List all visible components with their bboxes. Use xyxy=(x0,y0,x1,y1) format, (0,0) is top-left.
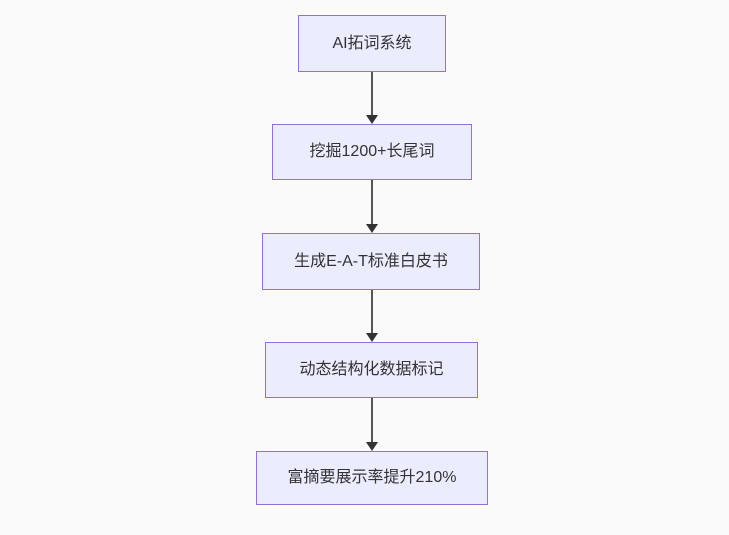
flowchart-node-rich-snippet-result: 富摘要展示率提升210% xyxy=(256,451,488,505)
flowchart-arrow-2 xyxy=(365,180,379,233)
flowchart-arrow-1 xyxy=(365,72,379,124)
flowchart-node-longtail-mining: 挖掘1200+长尾词 xyxy=(272,124,472,180)
flowchart-arrow-4 xyxy=(365,398,379,451)
flowchart-node-ai-system: AI拓词系统 xyxy=(298,15,446,72)
node-label: 富摘要展示率提升210% xyxy=(287,469,457,487)
node-label: 生成E-A-T标准白皮书 xyxy=(294,252,448,270)
arrowhead-down-icon xyxy=(366,333,378,342)
flowchart-arrow-3 xyxy=(365,290,379,342)
node-label: 挖掘1200+长尾词 xyxy=(309,143,435,161)
node-label: 动态结构化数据标记 xyxy=(299,361,444,379)
flowchart-node-eat-whitepaper: 生成E-A-T标准白皮书 xyxy=(262,233,480,290)
arrowhead-down-icon xyxy=(366,224,378,233)
flowchart-node-structured-data: 动态结构化数据标记 xyxy=(265,342,478,398)
arrow-line xyxy=(371,72,373,118)
arrow-line xyxy=(371,180,373,227)
arrow-line xyxy=(371,398,373,445)
arrowhead-down-icon xyxy=(366,442,378,451)
arrowhead-down-icon xyxy=(366,115,378,124)
node-label: AI拓词系统 xyxy=(332,34,412,52)
arrow-line xyxy=(371,290,373,336)
